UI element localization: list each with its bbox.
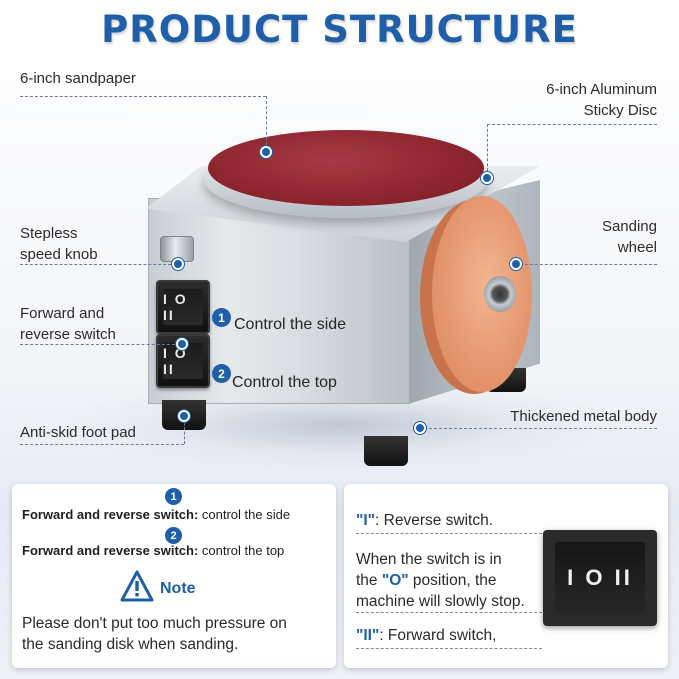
callout-badge-2: 2 (212, 364, 231, 383)
warning-triangle-icon (120, 570, 154, 602)
leader-sandpaper-v (266, 96, 267, 150)
panel-row-2: Forward and reverse switch: control the … (22, 543, 285, 558)
leader-wheel (520, 264, 657, 265)
note-title: Note (160, 580, 196, 597)
leader-knob-dot (172, 258, 184, 270)
label-metal-body: Thickened metal body (510, 408, 657, 425)
label-sanding-wheel: Sanding wheel (601, 218, 657, 256)
callout-badge-1: 1 (212, 308, 231, 327)
sandpaper-disc (208, 130, 484, 206)
leader-switch (20, 344, 180, 345)
off-text: When the switch is in the "O" position, … (356, 551, 525, 610)
leader-foot-dot (178, 410, 190, 422)
panel-badge-1: 1 (165, 488, 182, 505)
forward-line: "II": Forward switch, (356, 627, 497, 644)
note-text: Please don't put too much pressure on th… (22, 615, 287, 653)
rocker-switch-closeup: I O II (543, 530, 657, 626)
leader-sandpaper-h (20, 96, 266, 97)
leader-sandpaper-dot (260, 146, 272, 158)
reverse-line: "I": Reverse switch. (356, 512, 494, 529)
leader-foot-v (184, 418, 185, 444)
forward-underline (356, 648, 542, 649)
switch-side: I O II (156, 280, 210, 334)
leader-disc-dot (481, 172, 493, 184)
leader-disc-h (487, 124, 657, 125)
wheel-hub-nut (484, 276, 516, 312)
label-foot-pad: Anti-skid foot pad (20, 424, 136, 441)
foot-pad-right (364, 436, 408, 466)
callout-text-2: Control the top (232, 374, 337, 391)
leader-knob (20, 264, 176, 265)
panel-badge-2: 2 (165, 527, 182, 544)
leader-wheel-dot (510, 258, 522, 270)
label-speed-knob: Stepless speed knob (20, 225, 98, 263)
leader-disc-v (487, 124, 488, 176)
page-title: PRODUCT STRUCTURE (101, 8, 578, 51)
info-panel-switches (12, 484, 336, 668)
leader-foot-h (20, 444, 184, 445)
leader-switch-dot (176, 338, 188, 350)
rocker-switch-face: I O II (555, 542, 645, 614)
sanding-wheel (432, 196, 532, 392)
panel-row-1: Forward and reverse switch: control the … (22, 507, 291, 522)
label-switch: Forward and reverse switch (20, 305, 116, 343)
reverse-underline (356, 533, 542, 534)
label-sandpaper: 6-inch sandpaper (20, 70, 136, 87)
leader-body (424, 428, 657, 429)
callout-text-1: Control the side (234, 316, 347, 333)
off-underline (356, 612, 542, 613)
label-aluminum-disc: 6-inch Aluminum Sticky Disc (546, 81, 657, 119)
leader-body-dot (414, 422, 426, 434)
switch-side-face: I O II (163, 289, 203, 325)
